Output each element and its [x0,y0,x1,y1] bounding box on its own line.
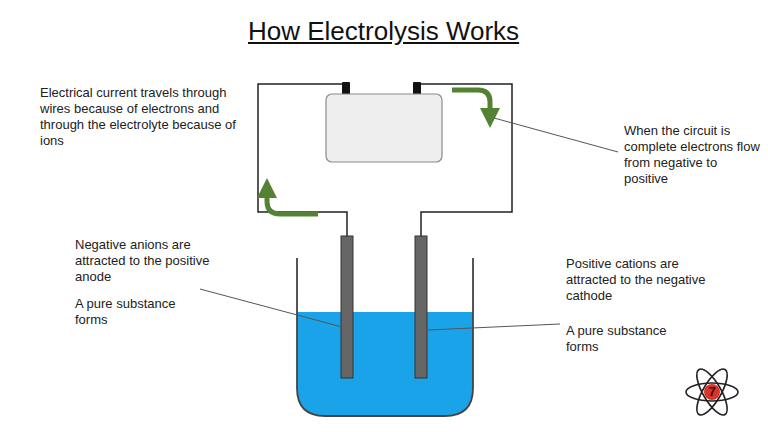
anode [341,236,353,378]
leader-line [494,118,618,152]
beaker [297,258,473,416]
title: How Electrolysis Works [248,16,519,46]
note-text: Negative anions are attracted to the pos… [75,237,210,285]
cathode [415,236,427,378]
flow-arrow [267,188,318,214]
atom-logo [686,365,738,419]
note-text: A pure substance forms [75,296,195,328]
note-text: When the circuit is complete electrons f… [624,123,764,187]
terminal [413,82,421,95]
flow-arrow [452,90,490,118]
note-text: Positive cations are attracted to the ne… [566,256,706,304]
terminal [342,82,350,95]
leader-line [200,289,342,327]
logo-number: 7 [705,384,719,400]
battery-body [326,94,442,162]
note-text: A pure substance forms [566,323,686,355]
leader-line [428,324,560,330]
electrolyte [297,312,473,416]
note-text: Electrical current travels through wires… [40,85,240,149]
battery [326,94,442,162]
